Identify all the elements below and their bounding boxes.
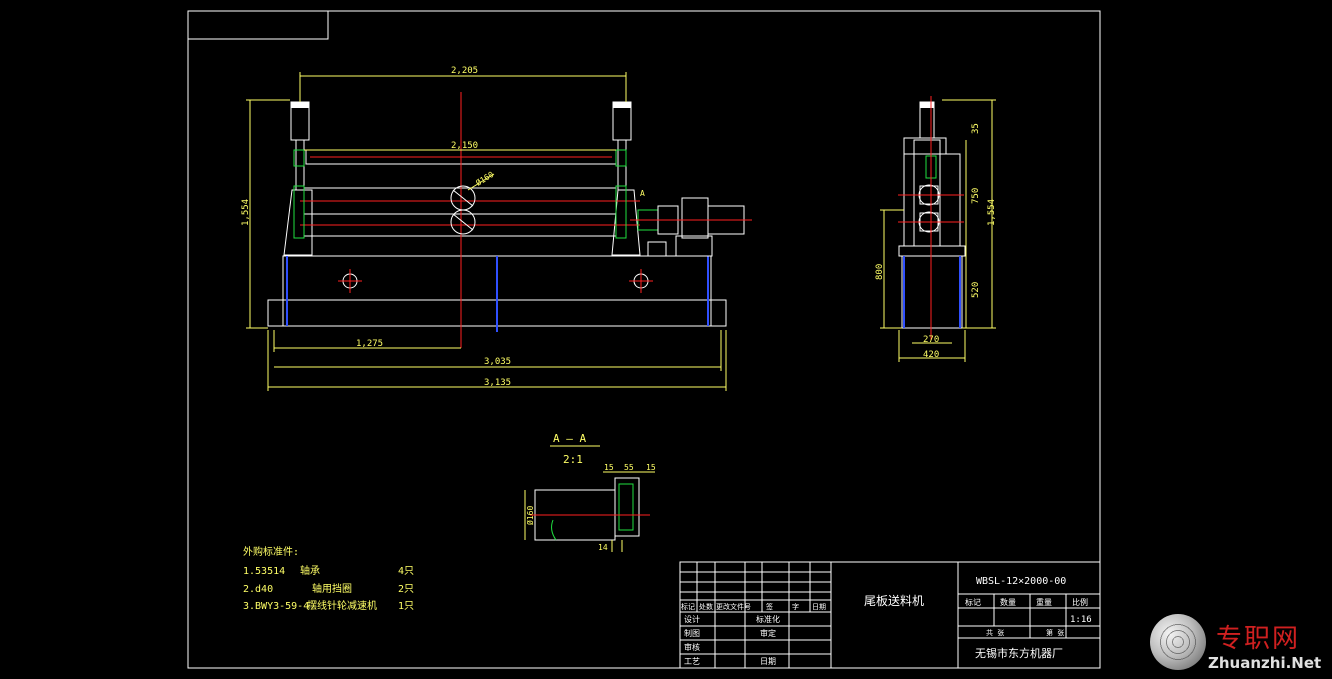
role-label: 标准化	[756, 614, 780, 624]
role-label: 日期	[760, 657, 776, 666]
section-view	[524, 445, 655, 552]
side-dim-left: 800	[875, 264, 885, 280]
part-name: 轴承	[300, 564, 320, 577]
front-view-labels: 2,205 2,150 1,554 1,275 3,035 3,135 Ø160…	[241, 66, 645, 388]
section-callout: A	[640, 189, 645, 198]
part-qty: 4只	[398, 566, 414, 577]
dim-base-width: 3,035	[484, 357, 511, 367]
front-view	[246, 72, 752, 391]
role-label: 制图	[684, 628, 700, 638]
rev-header: 字	[792, 602, 799, 611]
section-dim-1: 15	[604, 463, 614, 472]
role-label: 审定	[760, 628, 776, 638]
part-qty: 1只	[398, 601, 414, 612]
rev-header: 日期	[812, 603, 826, 611]
side-dim-upper: 750	[971, 188, 981, 204]
role-label: 审核	[684, 642, 700, 652]
section-scale: 2:1	[563, 453, 583, 466]
company-name: 无锡市东方机器厂	[975, 646, 1063, 660]
side-dim-inner-width: 270	[923, 335, 939, 345]
part-code: 1.53514	[243, 566, 285, 577]
sheet-total: 共 张	[986, 628, 1004, 637]
scale-value: 1:16	[1070, 615, 1092, 625]
title-block	[679, 561, 1101, 669]
watermark: 专职网 Zhuanzhi.Net	[1150, 612, 1332, 679]
title-block-text: 标记 处数 更改文件号 签 字 日期 设计 制图 审核 工艺 标准化 审定 日期…	[681, 576, 1092, 666]
side-dim-height: 1,554	[987, 199, 997, 226]
section-dim-bottom: 14	[598, 543, 608, 552]
part-code: 2.d40	[243, 584, 273, 595]
drawing-number: WBSL-12×2000-00	[976, 576, 1066, 587]
rev-header: 更改文件号	[716, 602, 751, 611]
section-dim-2: 55	[624, 463, 634, 472]
part-name: 轴用挡圈	[312, 582, 352, 595]
rev-header: 处数	[699, 602, 713, 611]
side-dim-outer-width: 420	[923, 350, 939, 360]
dim-roller-length: 2,150	[451, 141, 478, 151]
role-label: 工艺	[684, 657, 700, 666]
prop-label: 比例	[1072, 597, 1088, 607]
part-name: 摆线针轮减速机	[307, 599, 377, 612]
section-view-labels: A — A 2:1 15 55 15 Ø160 14	[525, 432, 656, 552]
side-dim-top: 35	[971, 123, 981, 134]
watermark-en: Zhuanzhi.Net	[1208, 654, 1322, 672]
side-view-labels: 35 750 1,554 800 520 270 420	[875, 123, 997, 360]
section-title: A — A	[553, 432, 586, 445]
watermark-logo-icon	[1150, 614, 1206, 670]
side-dim-lower: 520	[971, 282, 981, 298]
dim-overall-width: 3,135	[484, 378, 511, 388]
purchased-parts: 外购标准件: 1.53514 轴承 4只 2.d40 轴用挡圈 2只 3.BWY…	[243, 545, 414, 612]
corner-label-box	[187, 10, 329, 40]
parts-heading: 外购标准件:	[243, 545, 299, 558]
part-qty: 2只	[398, 584, 414, 595]
dim-roller-dia: Ø160	[474, 169, 496, 188]
rev-header: 标记	[681, 602, 695, 611]
prop-label: 重量	[1036, 597, 1052, 607]
dim-left-offset: 1,275	[356, 339, 383, 349]
rev-header: 签	[766, 602, 773, 611]
watermark-cn: 专职网	[1216, 624, 1301, 654]
part-name-title: 尾板送料机	[864, 593, 924, 608]
prop-label: 数量	[1000, 597, 1016, 607]
sheet-number: 第 张	[1046, 628, 1064, 637]
sheet-border	[187, 10, 1101, 669]
part-code: 3.BWY3-59-4	[243, 601, 309, 612]
dim-top-width: 2,205	[451, 66, 478, 76]
dim-height: 1,554	[241, 199, 251, 226]
section-dim-3: 15	[646, 463, 656, 472]
prop-label: 标记	[965, 597, 981, 607]
side-view	[880, 96, 996, 362]
role-label: 设计	[684, 614, 700, 624]
section-dim-dia: Ø160	[525, 506, 535, 525]
